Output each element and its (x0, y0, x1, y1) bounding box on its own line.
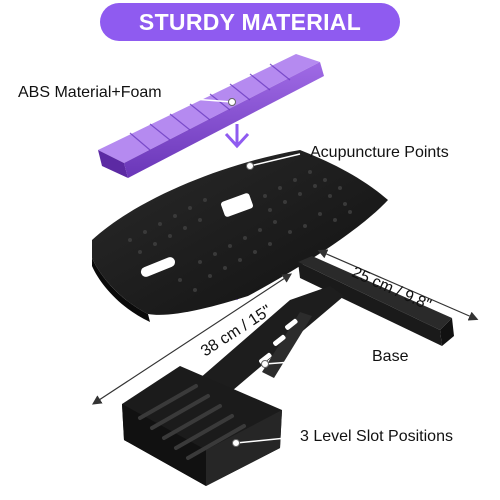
length-dimension-line (91, 273, 293, 405)
label-base: Base (372, 348, 409, 365)
width-dimension-line (317, 249, 479, 321)
banner-title: STURDY MATERIAL (100, 3, 400, 41)
foam-strip (98, 54, 324, 178)
slots-leader (235, 436, 297, 444)
abs-dot (228, 98, 236, 106)
slots-dot (232, 439, 240, 447)
arrow-down-icon (224, 124, 250, 149)
label-acupuncture: Acupuncture Points (310, 144, 449, 161)
abs-leader (179, 97, 233, 103)
acupuncture-dot (246, 162, 254, 170)
label-slots: 3 Level Slot Positions (300, 428, 453, 445)
base-dot (261, 360, 269, 368)
acupuncture-leader (249, 153, 301, 167)
label-abs: ABS Material+Foam (18, 84, 162, 101)
